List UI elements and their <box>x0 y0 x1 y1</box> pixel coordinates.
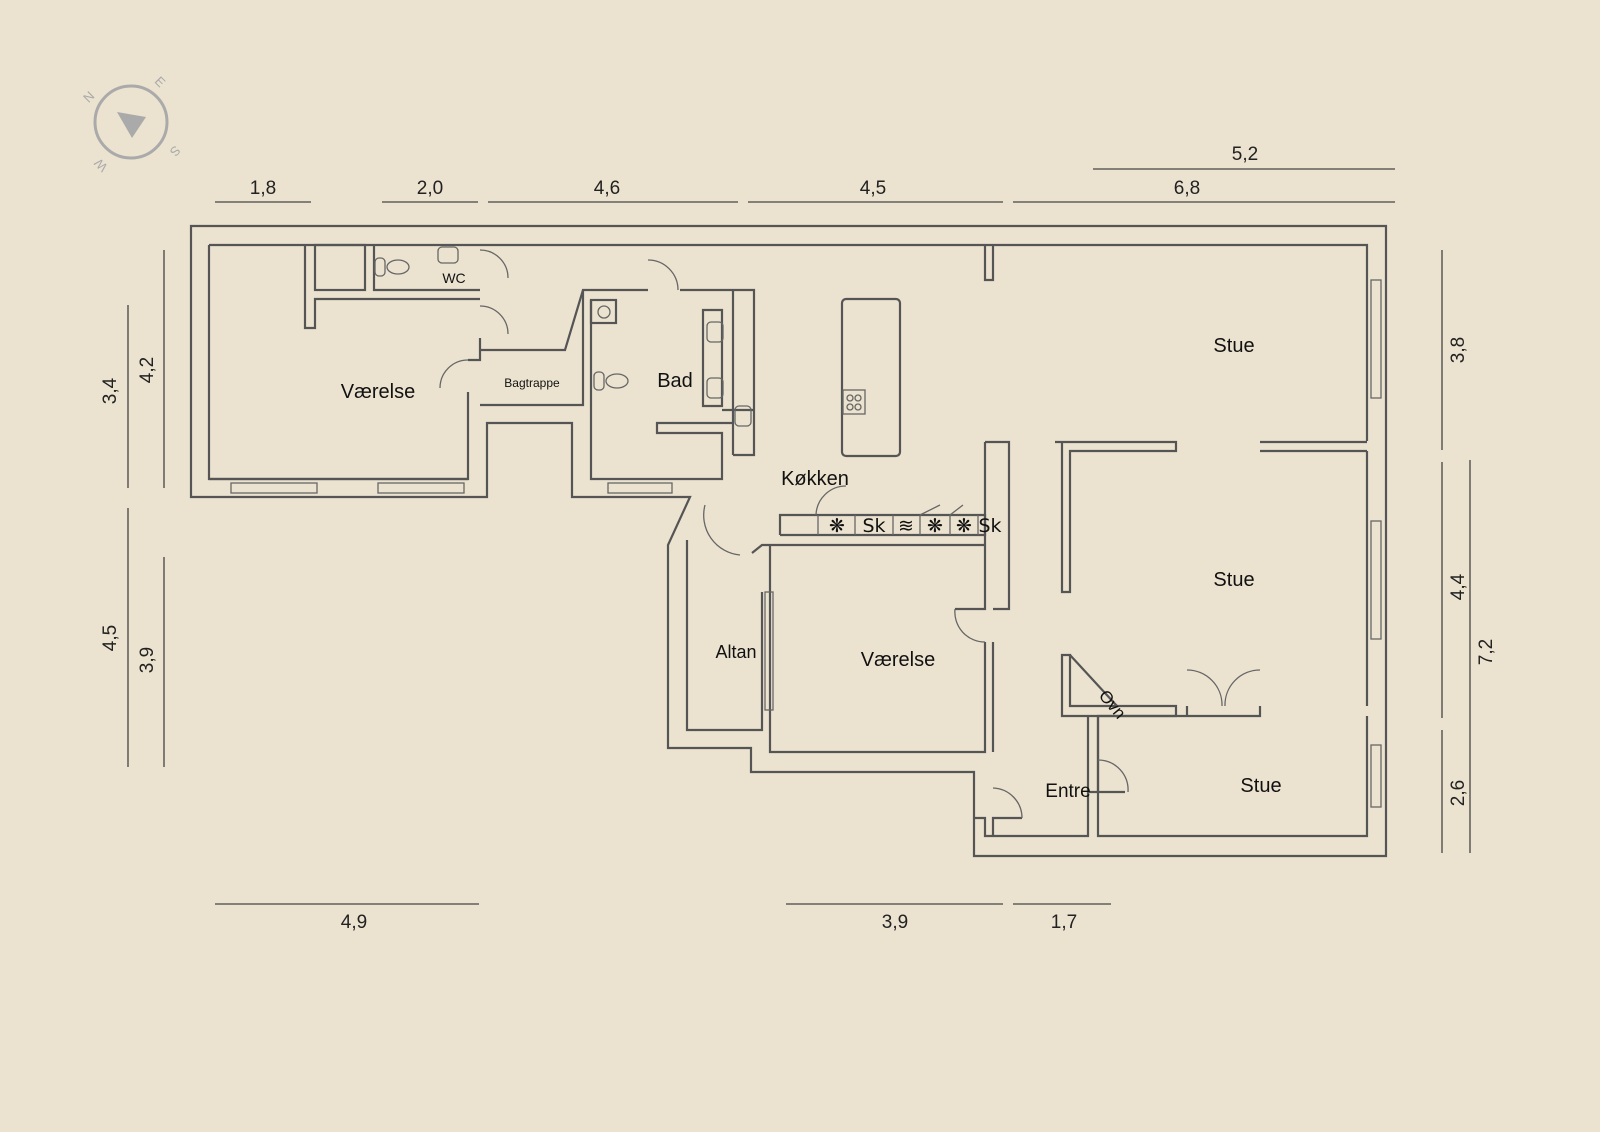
oven-label: Ovn <box>1095 686 1130 722</box>
dim-top-2: 2,0 <box>417 178 443 199</box>
dim-left-inner-2: 3,9 <box>137 647 158 673</box>
compass-n: N <box>80 88 97 105</box>
room-stue-1: Stue <box>1213 335 1254 357</box>
room-stue-3: Stue <box>1240 775 1281 797</box>
dim-top-1: 1,8 <box>250 178 276 199</box>
compass-w: W <box>91 155 111 175</box>
dim-bottom-1: 4,9 <box>341 912 367 933</box>
walls <box>189 224 1388 858</box>
room-koekken: Køkken <box>781 468 849 490</box>
compass-s: S <box>167 143 184 160</box>
room-vaerelse-2: Værelse <box>861 649 935 671</box>
cabinet-label: Sk <box>978 515 1001 537</box>
dim-bottom-2: 3,9 <box>882 912 908 933</box>
dim-top-5: 6,8 <box>1174 178 1200 199</box>
dim-right-1: 3,8 <box>1448 337 1469 363</box>
dim-bottom-3: 1,7 <box>1051 912 1077 933</box>
sink-icon <box>437 246 459 264</box>
sink-icon <box>706 377 724 399</box>
door-swings <box>439 249 1261 819</box>
room-vaerelse-1: Værelse <box>341 381 415 403</box>
dim-right-3: 2,6 <box>1448 780 1469 806</box>
room-bad: Bad <box>657 370 693 392</box>
dim-right-2: 4,4 <box>1448 573 1469 600</box>
room-altan: Altan <box>715 642 756 662</box>
freezer-icon: ❋ <box>829 515 845 537</box>
room-bagtrappe: Bagtrappe <box>504 376 560 390</box>
dim-left-outer-2: 4,5 <box>100 625 121 651</box>
compass-e: E <box>152 73 169 90</box>
room-stue-2: Stue <box>1213 569 1254 591</box>
sink-icon <box>706 321 724 343</box>
shower-drain-icon <box>597 305 611 319</box>
room-entre: Entre <box>1045 781 1090 802</box>
dim-right-outer: 7,2 <box>1476 639 1497 665</box>
cabinet-label: Sk <box>862 515 885 537</box>
windows <box>230 279 1382 808</box>
dim-top-upper: 5,2 <box>1232 144 1258 165</box>
compass-icon: N E S W <box>80 73 183 174</box>
dim-top-4: 4,5 <box>860 178 886 199</box>
toilet-icon <box>605 373 629 389</box>
freezer-icon: ❋ <box>956 515 972 537</box>
sink-icon <box>734 405 752 427</box>
oven-icon: ≋ <box>898 515 914 537</box>
dimension-lines: 1,8 2,0 4,6 4,5 6,8 5,2 3,4 4,2 4,5 3,9 … <box>100 144 1497 933</box>
room-labels: Værelse Bagtrappe WC Bad Køkken Stue Stu… <box>341 270 1282 802</box>
dim-left-inner-1: 4,2 <box>137 357 158 383</box>
kitchen-counter: ❋ Sk ≋ ❋ ❋ Sk <box>829 515 1002 537</box>
dim-top-3: 4,6 <box>594 178 620 199</box>
dim-left-outer-1: 3,4 <box>100 377 121 404</box>
toilet-icon <box>386 259 410 275</box>
freezer-icon: ❋ <box>927 515 943 537</box>
room-wc: WC <box>442 270 465 286</box>
fixtures <box>374 246 979 535</box>
